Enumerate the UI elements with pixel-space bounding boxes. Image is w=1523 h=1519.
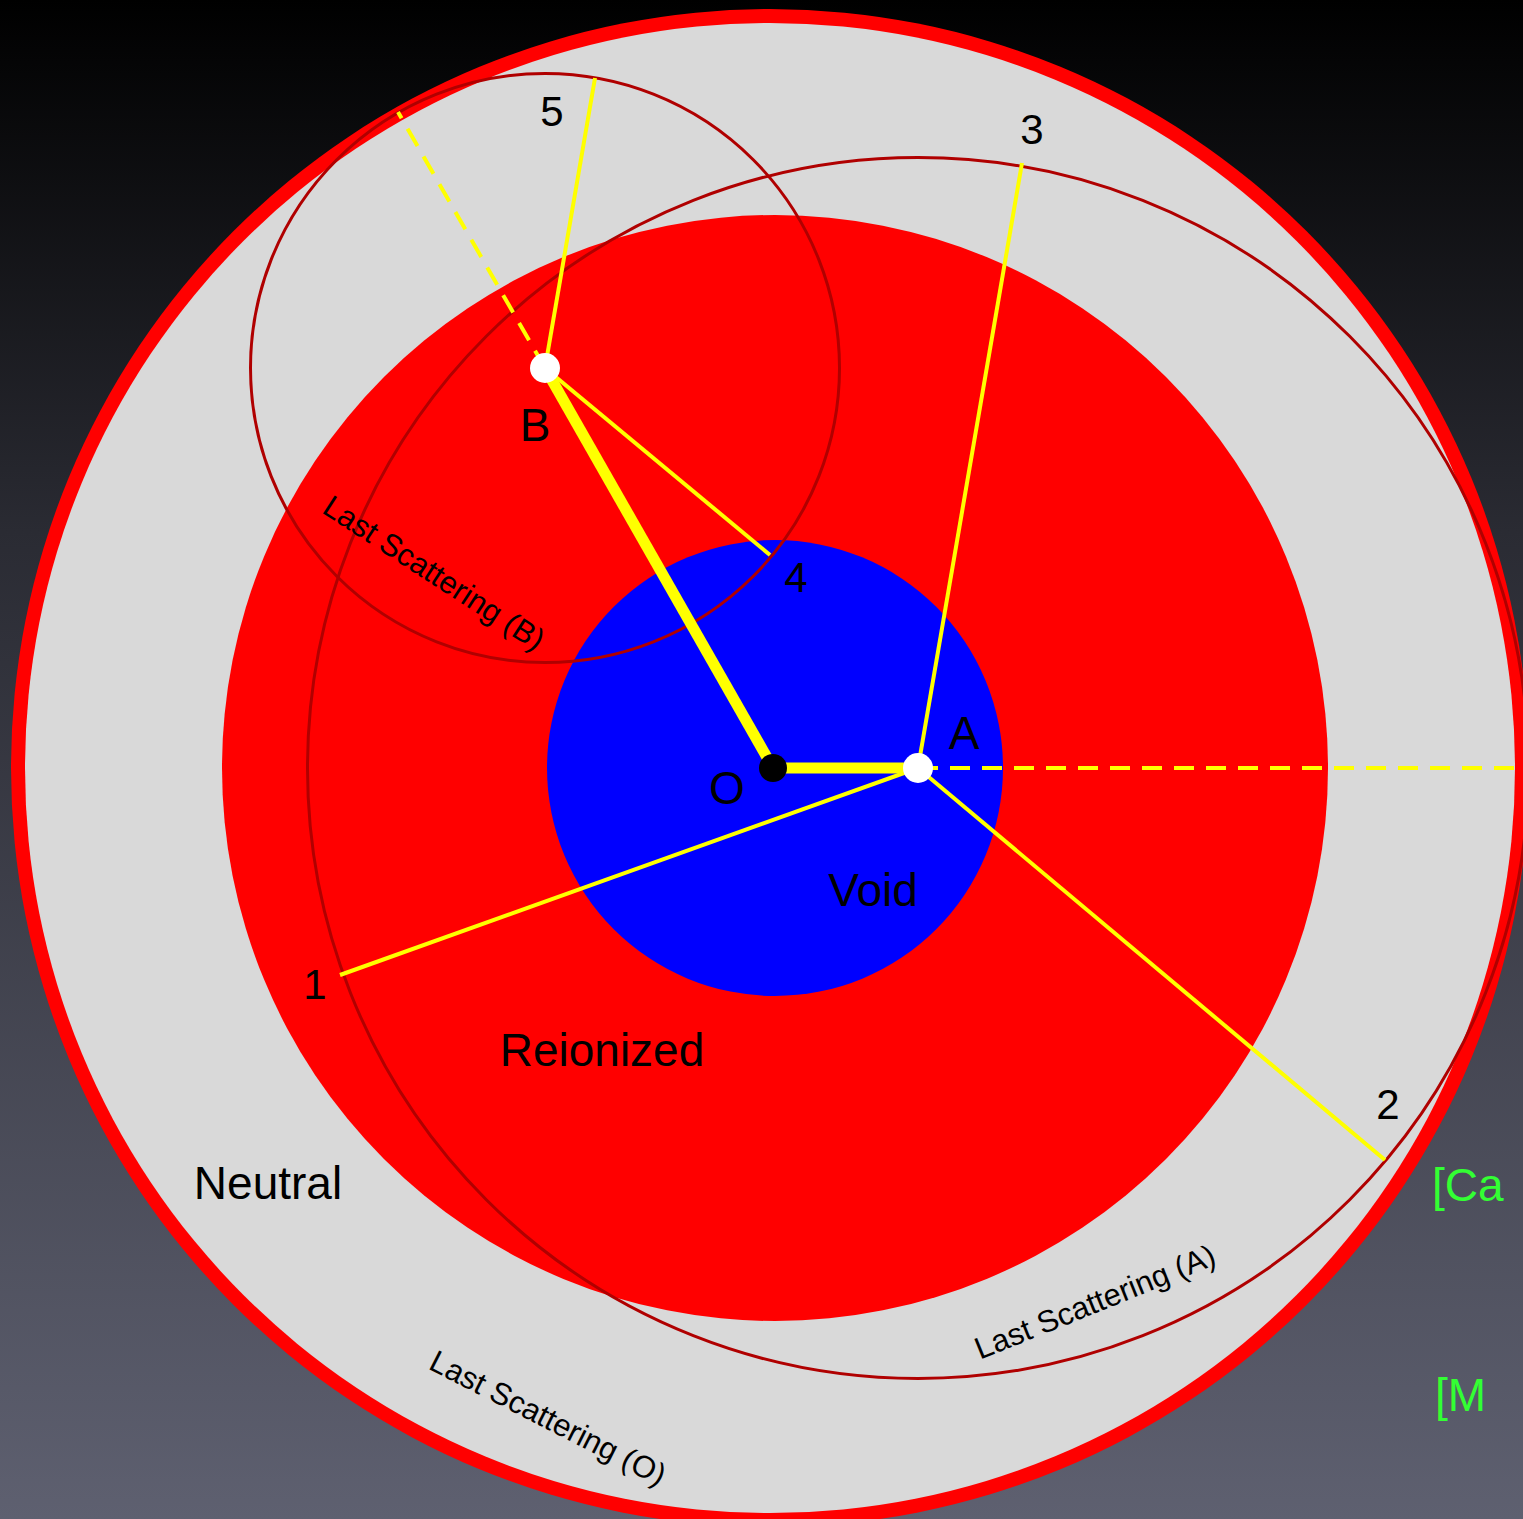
last-scattering-circle-shape [308, 158, 1523, 1379]
ray [918, 768, 1385, 1160]
reference-note: [Ca [1432, 1162, 1504, 1208]
dashed-ray [398, 112, 545, 368]
ray [340, 768, 918, 975]
observer-dot [903, 753, 933, 783]
region-label: Neutral [194, 1160, 342, 1206]
point-label: O [709, 765, 745, 811]
observer-dot [759, 754, 787, 782]
observer-path [773, 763, 918, 774]
callout-number: 4 [784, 557, 807, 599]
dashed-ray [918, 766, 1523, 770]
reference-note: [M [1435, 1372, 1486, 1418]
ray [545, 368, 770, 555]
callout-number: 3 [1020, 109, 1043, 151]
observer-path [545, 368, 773, 768]
neutral-region-shape [25, 23, 1515, 1513]
callout-number: 5 [540, 91, 563, 133]
last-scattering-circle-shape [251, 74, 840, 663]
reionized-region-shape [222, 215, 1328, 1321]
region-label: Void [828, 867, 918, 913]
point-label: A [949, 710, 980, 756]
callout-number: 1 [303, 964, 326, 1006]
ray [918, 163, 1022, 768]
region-label: Last Scattering (A) [970, 1240, 1220, 1365]
last-scattering-ring-shape [11, 9, 1523, 1519]
point-label: B [520, 402, 551, 448]
region-label: Last Scattering (B) [318, 490, 550, 656]
region-label: Reionized [500, 1027, 705, 1073]
callout-number: 2 [1376, 1084, 1399, 1126]
observer-dot [530, 353, 560, 383]
